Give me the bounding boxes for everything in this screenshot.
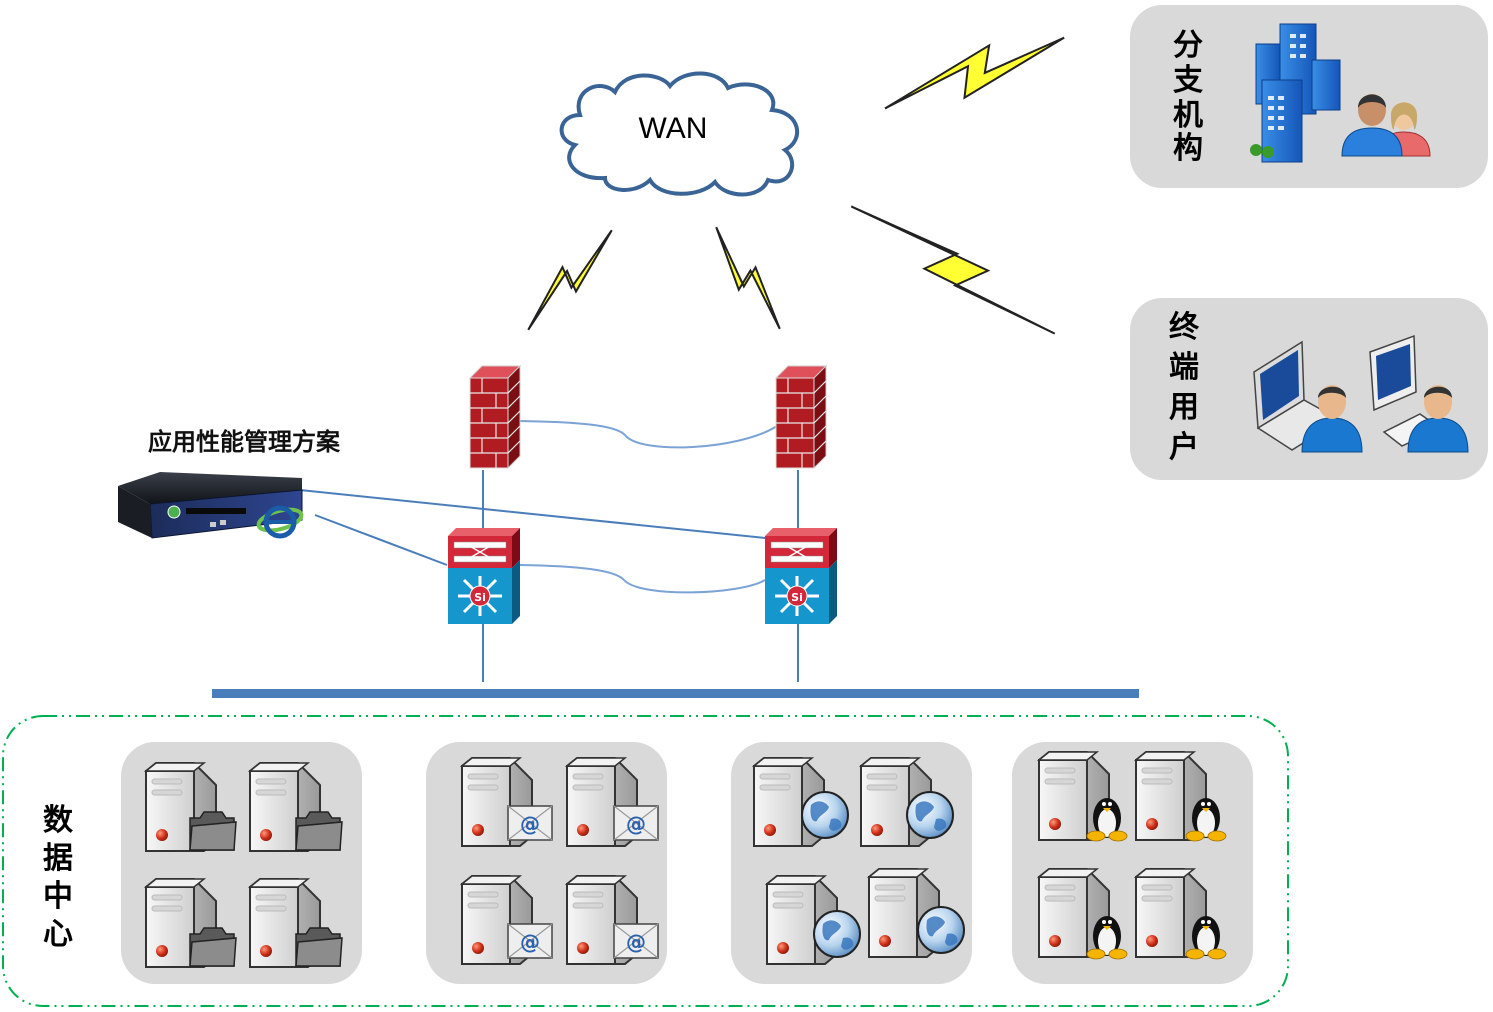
lightning-icon-wan-to-branch (884, 36, 1065, 110)
desktop-user-icon (1369, 334, 1469, 453)
firewall-icon-right[interactable] (775, 365, 827, 469)
network-bus (212, 689, 1139, 698)
office-buildings-icon (1250, 23, 1341, 163)
end-users-panel: 终 端 用 户 (1130, 298, 1488, 480)
e-logo-icon (256, 505, 304, 539)
lightning-icon-wan-to-firewall-left (527, 229, 613, 331)
terminal-label-char: 户 (1169, 430, 1199, 465)
data-center-zone: 数 据 中 心 (2, 715, 1289, 1007)
link-firewall-left-to-firewall-right (517, 420, 778, 449)
wired-links (299, 420, 799, 682)
link-apm-to-switch-right (299, 489, 766, 539)
l3-switch-icon-right[interactable] (763, 526, 839, 626)
link-apm-to-switch-left (314, 514, 448, 566)
mail-server-group[interactable] (426, 742, 667, 984)
l3-switch-icon-left[interactable] (446, 526, 522, 626)
branch-office-panel: 分 支 机 构 (1130, 5, 1488, 188)
dc-label-char: 数 (43, 803, 74, 838)
linux-server-group[interactable] (1012, 742, 1253, 984)
apm-solution-label: 应用性能管理方案 (148, 428, 341, 456)
user-group-icon (1341, 94, 1431, 157)
file-server-group[interactable] (121, 742, 362, 984)
lightning-icon-wan-to-firewall-right (715, 226, 781, 330)
terminal-label-char: 端 (1169, 350, 1199, 385)
firewall-icon-left[interactable] (469, 365, 521, 469)
branch-label-char: 构 (1173, 131, 1203, 166)
wan-cloud: WAN (559, 71, 800, 197)
laptop-user-icon (1253, 340, 1363, 453)
rack-appliance-icon[interactable] (118, 472, 303, 539)
dc-label-char: 中 (43, 879, 73, 914)
link-switch-left-to-switch-right (519, 564, 766, 594)
lightning-icon-wan-to-terminal (850, 205, 1056, 335)
branch-label-char: 分 (1173, 28, 1203, 63)
wireless-links (527, 36, 1065, 335)
terminal-label-char: 终 (1169, 310, 1200, 345)
branch-label-char: 机 (1173, 98, 1203, 133)
branch-label-char: 支 (1173, 63, 1203, 98)
dc-label-char: 据 (43, 841, 73, 876)
wan-label: WAN (639, 112, 708, 145)
web-server-group[interactable] (731, 742, 972, 984)
terminal-label-char: 用 (1169, 390, 1199, 425)
dc-label-char: 心 (43, 917, 73, 952)
